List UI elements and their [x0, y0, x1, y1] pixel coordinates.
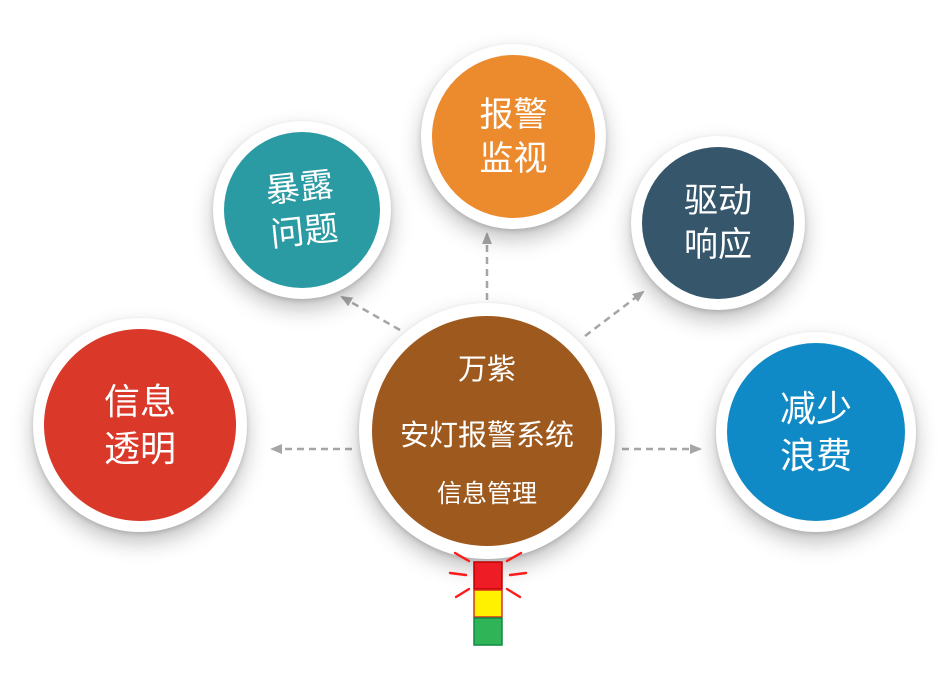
andon-flash-rays: [448, 551, 528, 599]
drive-response-line2: 响应: [684, 226, 752, 264]
drive-response-label: 驱动 响应: [684, 179, 752, 267]
drive-response-line1: 驱动: [684, 182, 752, 220]
alarm-monitoring-line1: 报警: [479, 95, 548, 134]
center-label-line3: 信息管理: [436, 480, 537, 508]
expose-problems-line1: 暴露: [263, 165, 336, 211]
node-center: 万紫 安灯报警系统 信息管理: [359, 303, 615, 559]
node-info-transparency: 信息 透明: [33, 318, 247, 532]
node-center-fill: 万紫 安灯报警系统 信息管理: [372, 316, 602, 546]
expose-problems-label: 暴露 问题: [264, 163, 341, 258]
node-alarm-monitoring-fill: 报警 监视: [432, 55, 595, 218]
node-drive-response-fill: 驱动 响应: [642, 147, 794, 299]
expose-problems-line2: 问题: [268, 209, 341, 255]
andon-yellow-light: [473, 589, 503, 618]
andon-light-graphic: [448, 551, 528, 646]
center-label-line2: 安灯报警系统: [399, 420, 574, 452]
reduce-waste-line1: 减少: [779, 388, 852, 429]
node-info-transparency-fill: 信息 透明: [44, 329, 236, 521]
node-reduce-waste-fill: 减少 浪费: [727, 343, 905, 521]
node-expose-problems-fill: 暴露 问题: [224, 132, 380, 288]
andon-red-light: [473, 561, 503, 590]
node-alarm-monitoring: 报警 监视: [421, 44, 606, 229]
arrow-to-expose-problems: [340, 295, 401, 332]
alarm-monitoring-label: 报警 监视: [480, 93, 548, 181]
reduce-waste-line2: 浪费: [779, 435, 852, 476]
node-drive-response: 驱动 响应: [631, 136, 805, 310]
andon-green-light: [473, 617, 503, 646]
info-transparency-label: 信息 透明: [104, 378, 176, 472]
arrow-to-drive-response: [584, 290, 645, 337]
reduce-waste-label: 减少 浪费: [780, 385, 852, 479]
info-transparency-line1: 信息: [103, 381, 176, 422]
alarm-monitoring-line2: 监视: [479, 139, 548, 178]
center-label-line1: 万紫: [457, 354, 516, 386]
andon-light-icon: [440, 545, 536, 657]
info-transparency-line2: 透明: [103, 428, 176, 469]
node-reduce-waste: 减少 浪费: [716, 332, 916, 532]
node-expose-problems: 暴露 问题: [213, 121, 391, 299]
